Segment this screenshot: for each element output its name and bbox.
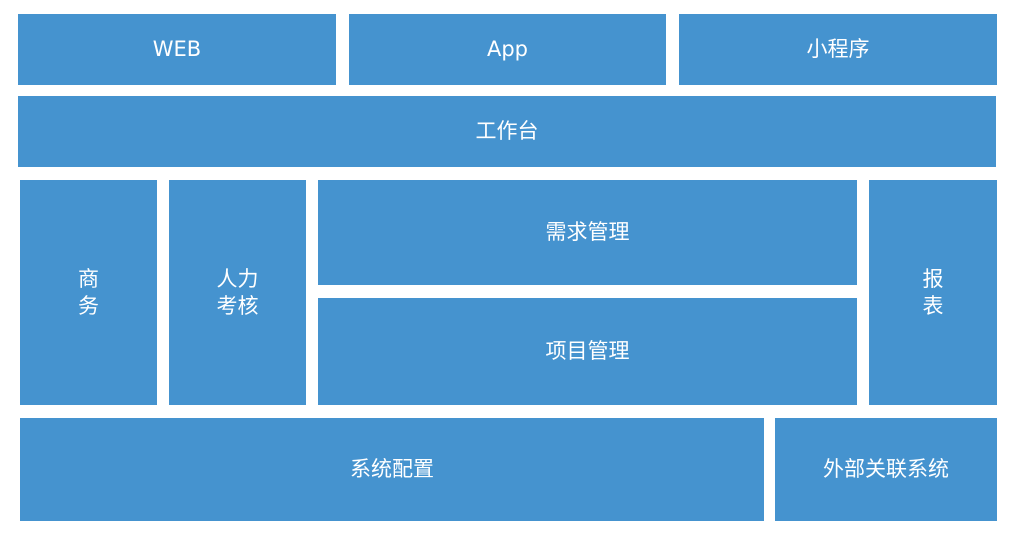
report-block: 报 表 [869,180,997,405]
workbench-block: 工作台 [18,96,996,167]
mini-program-block: 小程序 [679,14,997,85]
hr-assessment-block: 人力 考核 [169,180,306,405]
app-block: App [349,14,666,85]
web-block: WEB [18,14,336,85]
external-systems-block: 外部关联系统 [775,418,997,521]
business-block: 商 务 [20,180,157,405]
project-management-block: 项目管理 [318,298,857,405]
system-config-block: 系统配置 [20,418,764,521]
requirement-management-block: 需求管理 [318,180,857,285]
